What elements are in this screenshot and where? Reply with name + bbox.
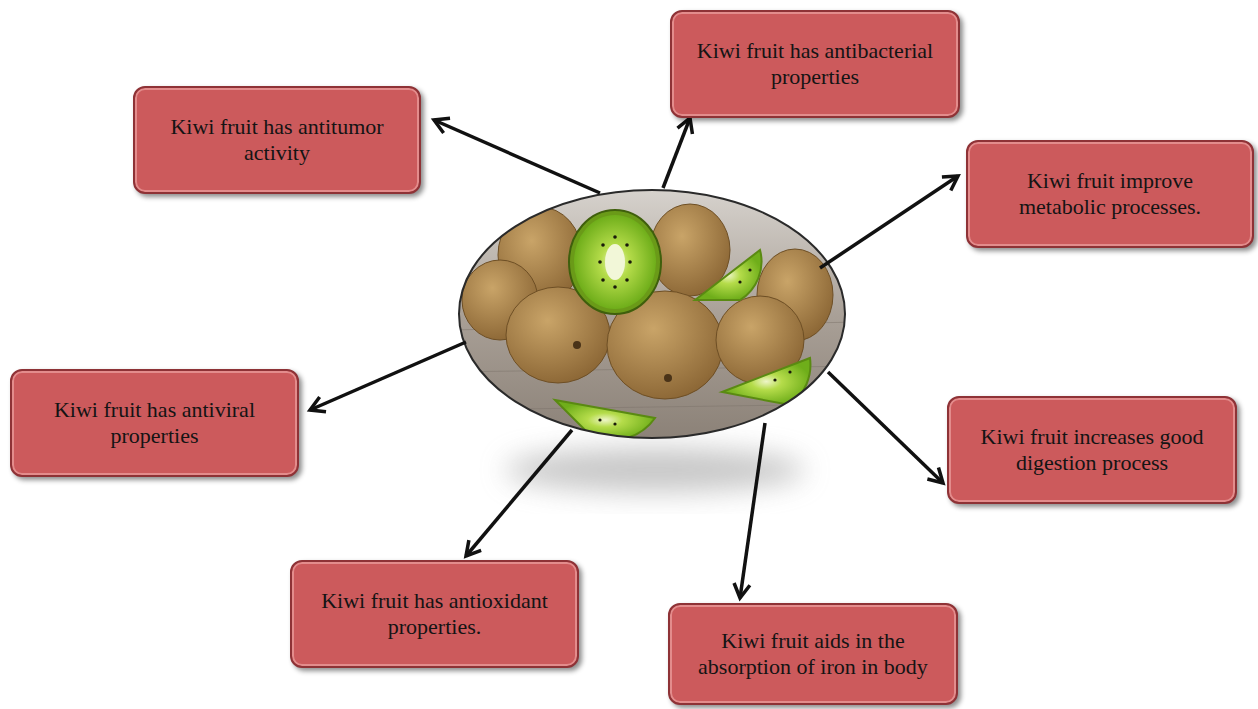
benefit-box: Kiwi fruit improve metabolic processes. — [966, 140, 1254, 248]
benefit-box: Kiwi fruit aids in the absorption of iro… — [668, 603, 958, 705]
box-text: Kiwi fruit has antibacterial properties — [686, 38, 944, 91]
benefit-box: Kiwi fruit has antioxidant properties. — [290, 560, 579, 668]
box-text: Kiwi fruit has antitumor activity — [149, 114, 405, 167]
box-text: Kiwi fruit has antioxidant properties. — [306, 588, 563, 641]
box-text: Kiwi fruit aids in the absorption of iro… — [684, 628, 942, 681]
benefit-box: Kiwi fruit increases good digestion proc… — [947, 396, 1237, 504]
box-text: Kiwi fruit improve metabolic processes. — [982, 168, 1238, 221]
box-text: Kiwi fruit has antiviral properties — [26, 397, 283, 450]
box-text: Kiwi fruit increases good digestion proc… — [963, 424, 1221, 477]
benefit-box: Kiwi fruit has antibacterial properties — [670, 10, 960, 118]
benefit-box: Kiwi fruit has antitumor activity — [133, 86, 421, 194]
benefit-box: Kiwi fruit has antiviral properties — [10, 369, 299, 477]
